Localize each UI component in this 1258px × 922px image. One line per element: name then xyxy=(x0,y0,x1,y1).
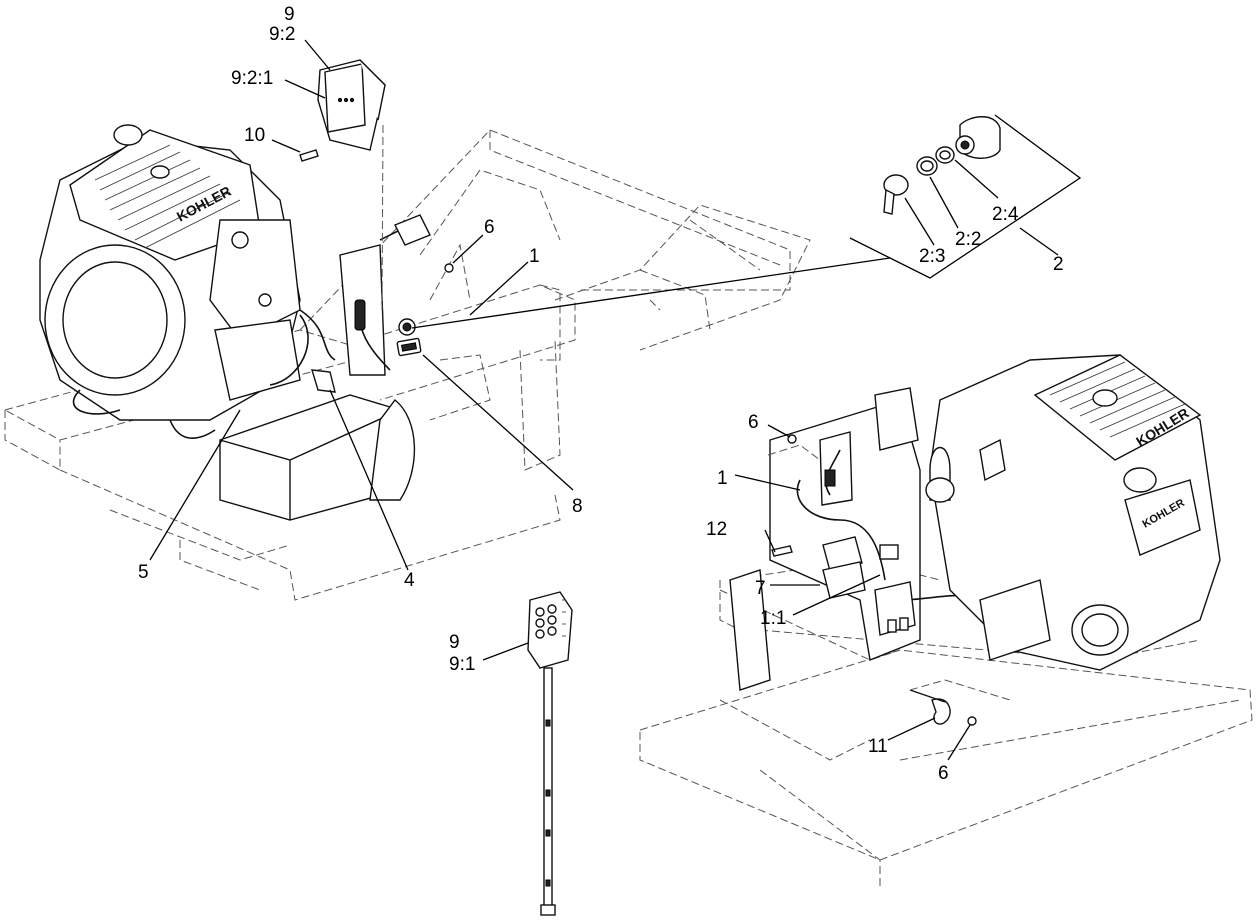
battery xyxy=(219,394,401,521)
ignition-switch-exploded xyxy=(849,114,1082,279)
left-frame xyxy=(3,129,811,601)
callout-12: 12 xyxy=(706,519,727,540)
callout-6-right: 6 xyxy=(748,412,759,433)
callout-9-2-1: 9:2:1 xyxy=(231,68,273,89)
callout-2-3: 2:3 xyxy=(919,246,945,267)
callout-1-right: 1 xyxy=(717,468,728,489)
left-engine-grille xyxy=(94,144,241,249)
callout-2: 2 xyxy=(1053,254,1064,275)
left-engine: KOHLER xyxy=(39,124,309,439)
callout-11: 11 xyxy=(868,736,888,757)
switch-detail-leader xyxy=(411,257,891,329)
controller-module xyxy=(299,59,386,311)
callout-7: 7 xyxy=(755,578,766,599)
callout-9-1: 9:1 xyxy=(449,654,475,675)
callout-9-bottom: 9 xyxy=(449,632,460,653)
right-panel xyxy=(729,387,921,691)
callout-6-left: 6 xyxy=(484,217,495,238)
p-clamp xyxy=(909,679,1011,726)
callout-4: 4 xyxy=(404,570,415,591)
callout-10: 10 xyxy=(244,125,265,146)
callout-9-2: 9:2 xyxy=(269,24,295,45)
right-engine: KOHLER KOHLER xyxy=(925,354,1221,671)
callout-1-1: 1:1 xyxy=(760,608,786,629)
relays xyxy=(822,536,916,636)
leader-lines xyxy=(149,39,1059,761)
callout-labels: 9 9:2 9:2:1 10 6 1 2 2:2 2:3 2:4 8 5 4 9… xyxy=(138,4,1064,784)
callout-8: 8 xyxy=(572,496,583,517)
callout-2-4: 2:4 xyxy=(992,204,1019,225)
left-harness xyxy=(299,214,431,501)
callout-2-2: 2:2 xyxy=(955,229,981,250)
callout-5: 5 xyxy=(138,562,149,583)
callout-1-left: 1 xyxy=(529,246,540,267)
callout-6-bottom: 6 xyxy=(938,763,949,784)
callout-9-top: 9 xyxy=(284,4,295,25)
remote-pendant xyxy=(527,591,573,916)
panel-components xyxy=(396,263,454,357)
